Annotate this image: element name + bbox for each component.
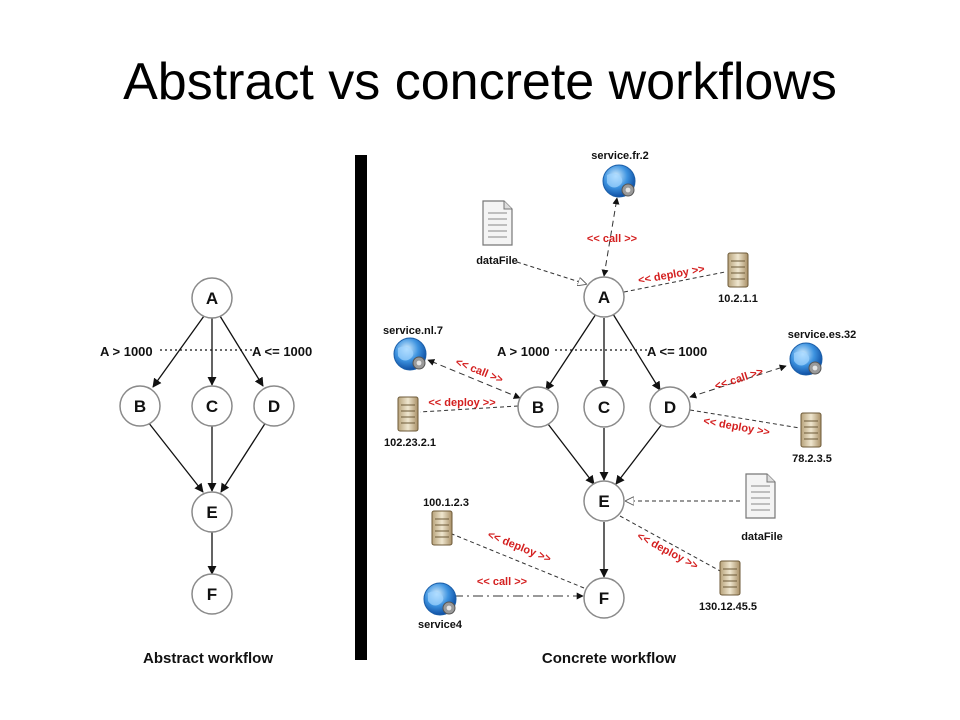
concrete-node-d: D	[649, 386, 691, 428]
abstract-node-a: A	[191, 277, 233, 319]
concrete-node-b: B	[517, 386, 559, 428]
rel-label-call-b: << call >>	[454, 356, 505, 386]
link-b-service	[427, 359, 521, 399]
svg-text:E: E	[206, 503, 217, 522]
svg-text:E: E	[598, 492, 609, 511]
link-a-service	[601, 197, 620, 277]
edge-b-e	[147, 421, 204, 493]
abstract-cond-left: A > 1000	[100, 344, 153, 359]
concrete-node-e: E	[583, 480, 625, 522]
data-file-icon	[482, 200, 513, 246]
svg-text:D: D	[664, 398, 676, 417]
concrete-node-f: F	[583, 577, 625, 619]
rel-label-deploy-a: << deploy >>	[637, 263, 705, 286]
file-label-e: dataFile	[741, 531, 783, 543]
rel-label-call-f: << call >>	[477, 576, 527, 588]
svg-text:D: D	[268, 397, 280, 416]
svg-text:C: C	[598, 398, 610, 417]
svg-text:F: F	[599, 589, 609, 608]
link-a-host	[623, 271, 726, 293]
edge-a-b	[152, 315, 205, 388]
host-label-a: 10.2.1.1	[718, 293, 758, 305]
host-label-d: 78.2.3.5	[792, 453, 832, 465]
rel-label-deploy-b: << deploy >>	[428, 397, 495, 409]
svg-text:C: C	[206, 397, 218, 416]
abstract-node-f: F	[191, 573, 233, 615]
abstract-workflow: A > 1000 A <= 1000 A B C D E F Abstract …	[100, 277, 312, 667]
rel-label-deploy-e: << deploy >>	[635, 530, 700, 572]
service-label-b: service.nl.7	[383, 325, 443, 337]
file-label-a: dataFile	[476, 255, 518, 267]
edge-a-d	[612, 313, 661, 391]
abstract-cond-right: A <= 1000	[252, 344, 312, 359]
svg-text:B: B	[134, 397, 146, 416]
edge-d-e	[220, 421, 267, 493]
service-globe-icon	[602, 164, 636, 198]
link-d-service	[689, 364, 787, 399]
abstract-node-d: D	[253, 385, 295, 427]
rel-label-deploy-d: << deploy >>	[702, 415, 770, 438]
rel-label-call-d: << call >>	[713, 366, 764, 393]
service-globe-icon	[423, 582, 457, 616]
abstract-caption: Abstract workflow	[143, 650, 273, 667]
service-label-d: service.es.32	[788, 329, 857, 341]
concrete-cond-right: A <= 1000	[647, 344, 707, 359]
link-b-host	[419, 405, 519, 413]
concrete-cond-left: A > 1000	[497, 344, 550, 359]
service-globe-icon	[789, 342, 823, 376]
link-f-host	[451, 533, 585, 589]
service-label-f: service4	[418, 619, 463, 631]
concrete-node-c: C	[583, 386, 625, 428]
edge-a-d	[219, 315, 264, 387]
edge-d-e	[615, 423, 663, 485]
link-a-file	[516, 261, 586, 284]
svg-text:B: B	[532, 398, 544, 417]
host-label-f: 100.1.2.3	[423, 497, 469, 509]
edge-b-e	[547, 423, 595, 485]
svg-text:F: F	[207, 585, 217, 604]
data-file-icon	[745, 473, 776, 519]
concrete-workflow: A > 1000 A <= 1000 << call >> << deploy …	[383, 150, 856, 667]
server-icon	[397, 396, 419, 432]
link-d-host	[689, 409, 801, 429]
server-icon	[719, 560, 741, 596]
concrete-node-a: A	[583, 276, 625, 318]
server-icon	[431, 510, 453, 546]
svg-text:A: A	[206, 289, 218, 308]
edge-a-b	[545, 313, 597, 391]
rel-label-deploy-f: << deploy >>	[486, 529, 553, 565]
rel-label-call-a: << call >>	[587, 233, 637, 245]
abstract-node-c: C	[191, 385, 233, 427]
service-globe-icon	[393, 337, 427, 371]
abstract-node-b: B	[119, 385, 161, 427]
server-icon	[727, 252, 749, 288]
slide-title: Abstract vs concrete workflows	[123, 53, 837, 111]
divider-bar	[355, 155, 367, 660]
host-label-e: 130.12.45.5	[699, 601, 757, 613]
service-label-a: service.fr.2	[591, 150, 649, 162]
server-icon	[800, 412, 822, 448]
host-label-b: 102.23.2.1	[384, 437, 436, 449]
svg-text:A: A	[598, 288, 610, 307]
abstract-node-e: E	[191, 491, 233, 533]
link-e-host	[619, 515, 723, 573]
concrete-caption: Concrete workflow	[542, 650, 677, 667]
